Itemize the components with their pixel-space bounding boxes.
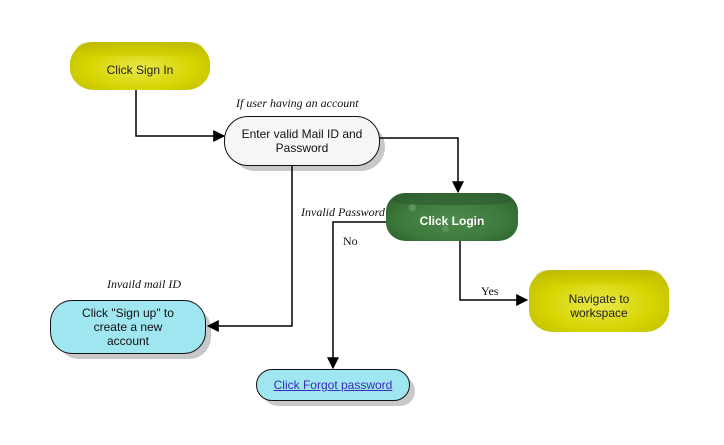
node-label: Navigate to workspace bbox=[568, 292, 630, 320]
node-forgot-password[interactable]: Click Forgot password bbox=[256, 369, 415, 406]
arrow-signin-to-credentials bbox=[135, 90, 226, 142]
node-cap bbox=[392, 193, 512, 205]
arrow-credentials-to-signup bbox=[206, 166, 293, 332]
node-cap bbox=[535, 270, 663, 284]
node-label: Click "Sign up" to create a new account bbox=[82, 306, 174, 348]
label-no: No bbox=[343, 234, 358, 248]
node-click-login: Click Login bbox=[386, 193, 518, 241]
node-label: Click Sign In bbox=[106, 63, 174, 77]
label-invalid-mail: Invaild mail ID bbox=[107, 277, 181, 291]
arrow-login-to-forgot bbox=[327, 221, 388, 370]
forgot-password-link[interactable]: Click Forgot password bbox=[273, 378, 393, 392]
node-label: Enter valid Mail ID and Password bbox=[241, 127, 363, 155]
label-invalid-password: Invalid Password bbox=[301, 205, 385, 219]
node-cap bbox=[76, 42, 204, 56]
node-sign-up: Click "Sign up" to create a new account bbox=[50, 300, 211, 359]
label-yes: Yes bbox=[481, 284, 499, 298]
node-click-sign-in: Click Sign In bbox=[70, 42, 210, 90]
arrow-credentials-to-login bbox=[380, 137, 464, 194]
label-has-account: If user having an account bbox=[236, 96, 359, 110]
node-workspace: Navigate to workspace bbox=[529, 270, 669, 332]
node-label: Click Login bbox=[419, 214, 485, 228]
arrow-login-to-workspace bbox=[459, 240, 529, 306]
node-enter-credentials: Enter valid Mail ID and Password bbox=[224, 116, 385, 171]
